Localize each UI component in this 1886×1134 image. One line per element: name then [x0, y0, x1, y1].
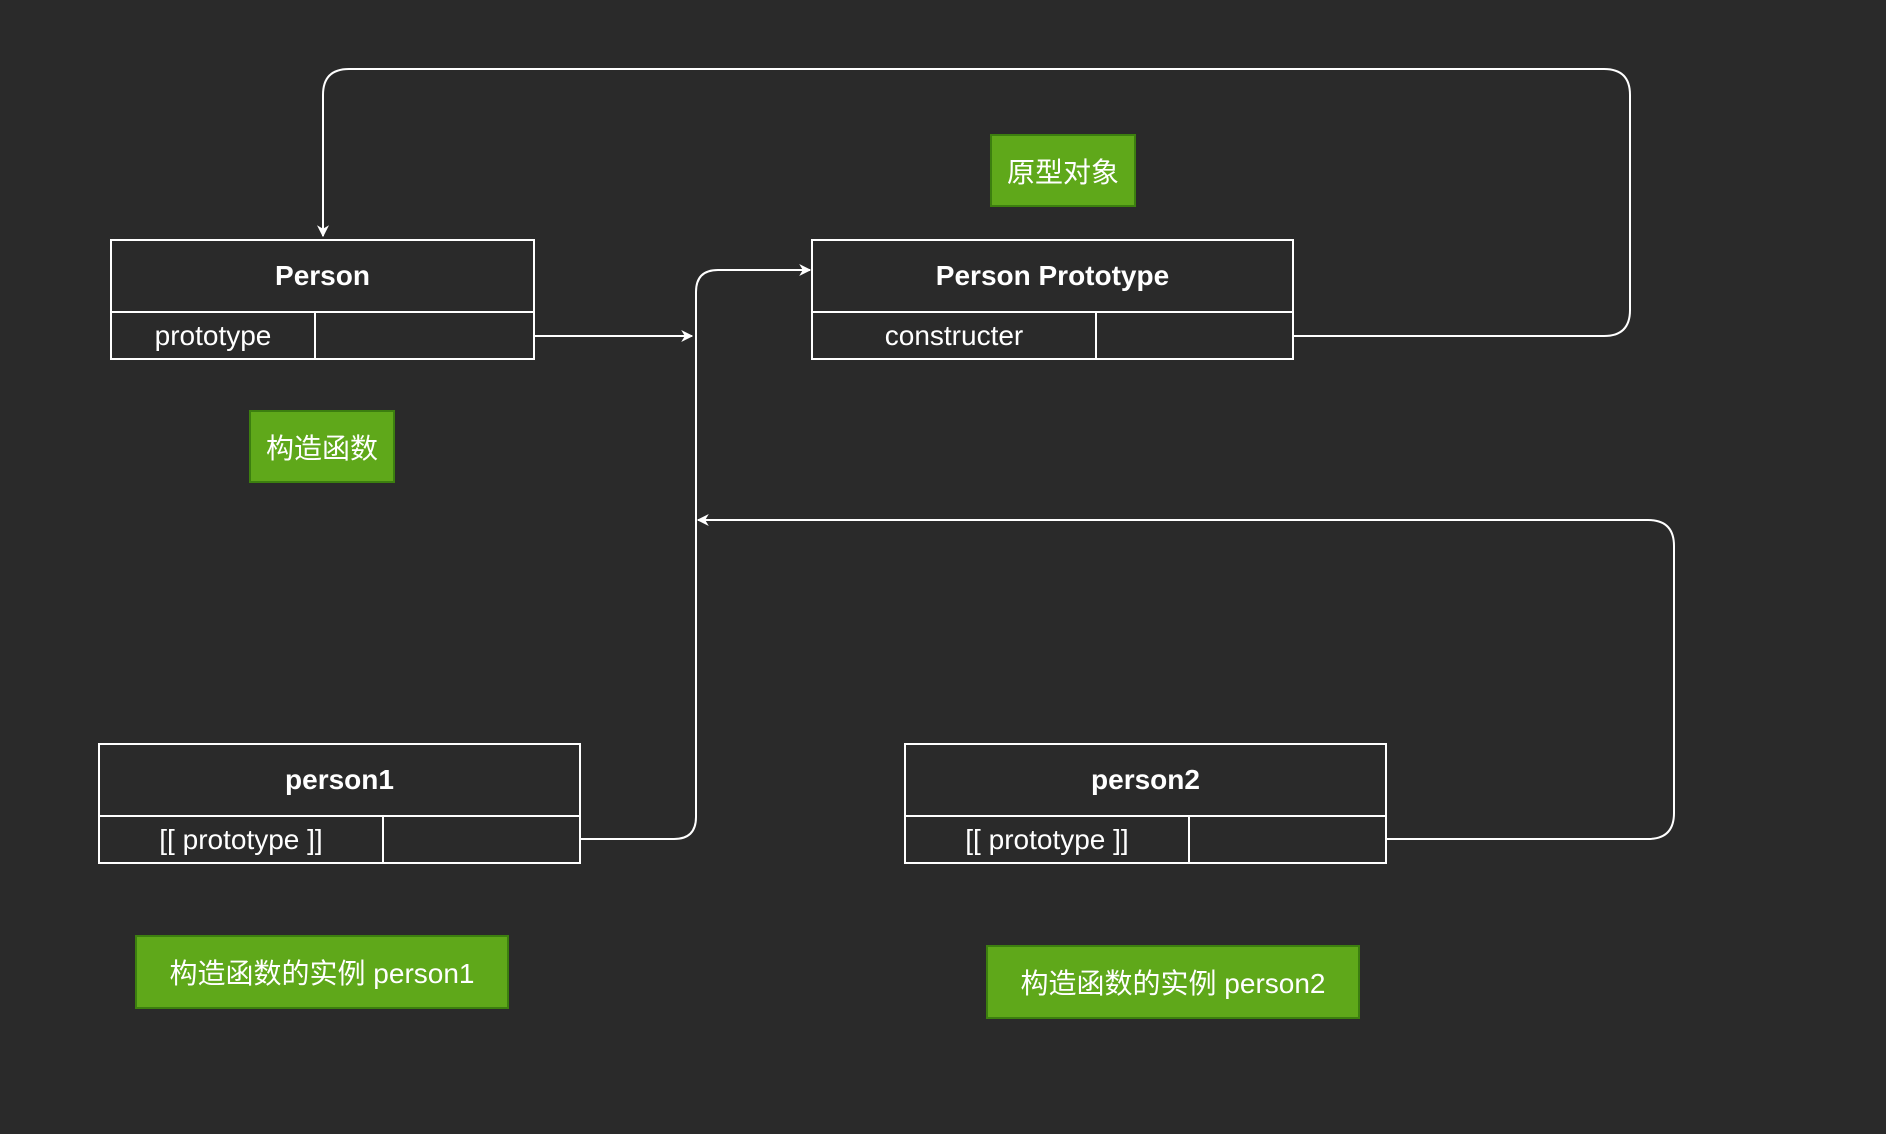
- instance-person2-tag[interactable]: 构造函数的实例 person2: [986, 945, 1360, 1019]
- person-box-row: prototype: [112, 313, 533, 359]
- person-prototype-box[interactable]: Person Prototype constructer: [811, 239, 1294, 360]
- person1-box[interactable]: person1 [[ prototype ]]: [98, 743, 581, 864]
- person1-box-title: person1: [100, 745, 579, 817]
- prototype-object-tag[interactable]: 原型对象: [990, 134, 1136, 207]
- person2-box-row: [[ prototype ]]: [906, 817, 1385, 863]
- arrow-person2-to-prototype: [696, 514, 1675, 840]
- person-box[interactable]: Person prototype: [110, 239, 535, 360]
- person-prototype-box-title: Person Prototype: [813, 241, 1292, 313]
- arrow-constructer-to-person: [317, 68, 1631, 337]
- person-prototype-value: [316, 313, 533, 359]
- constructer-value: [1097, 313, 1292, 359]
- person-prototype-box-row: constructer: [813, 313, 1292, 359]
- person2-prototype-value: [1190, 817, 1385, 863]
- person1-prototype-value: [384, 817, 579, 863]
- person2-box[interactable]: person2 [[ prototype ]]: [904, 743, 1387, 864]
- constructer-field: constructer: [813, 313, 1097, 359]
- person2-prototype-field: [[ prototype ]]: [906, 817, 1190, 863]
- instance-person1-tag[interactable]: 构造函数的实例 person1: [135, 935, 509, 1009]
- constructor-function-tag[interactable]: 构造函数: [249, 410, 395, 483]
- person1-prototype-field: [[ prototype ]]: [100, 817, 384, 863]
- person2-box-title: person2: [906, 745, 1385, 817]
- person-box-title: Person: [112, 241, 533, 313]
- arrow-person1-to-prototype: [581, 264, 812, 840]
- person-prototype-field: prototype: [112, 313, 316, 359]
- person1-box-row: [[ prototype ]]: [100, 817, 579, 863]
